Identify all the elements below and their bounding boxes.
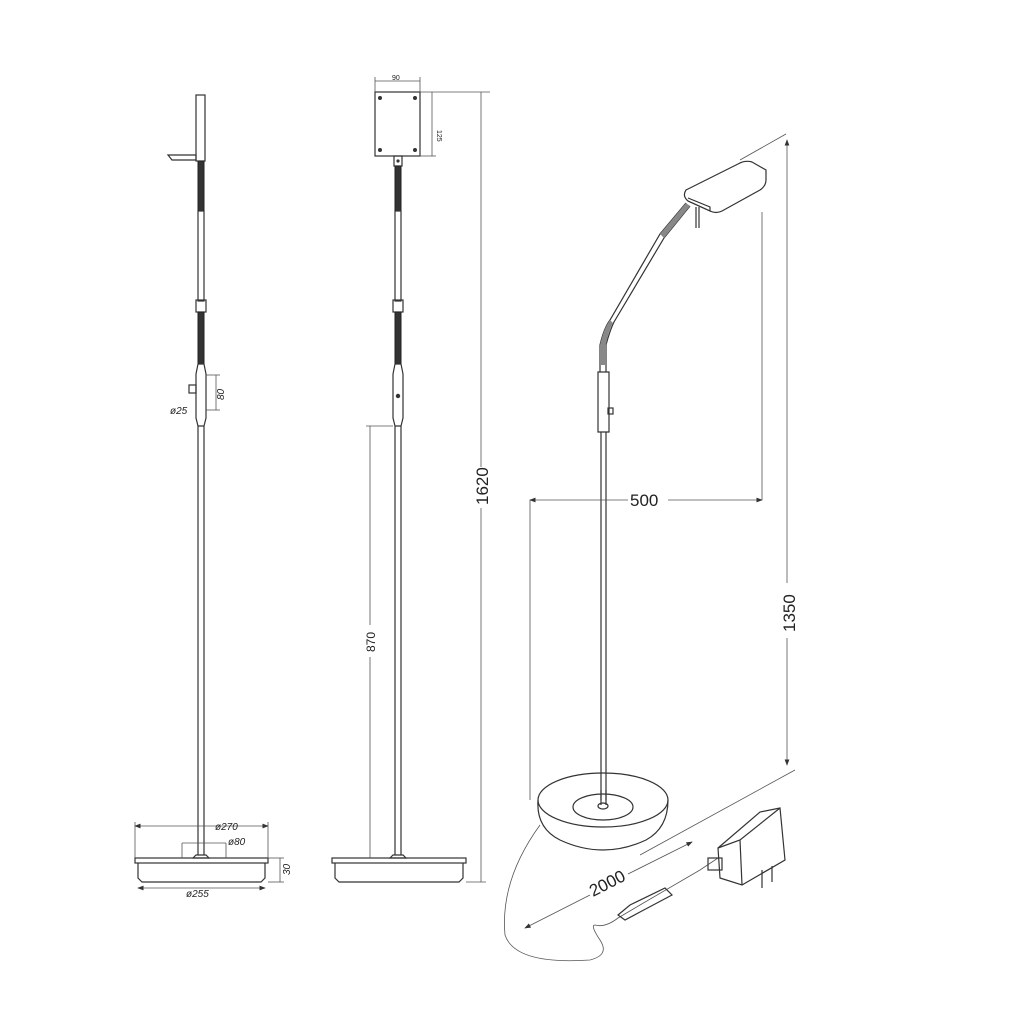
dim-base-top-diameter: ø270 [215,822,238,833]
cable-connector [617,887,673,921]
switch-button [395,393,401,399]
dim-total-height: 1620 [473,467,492,505]
dim-head-height: 125 [435,130,442,142]
switch-knob [188,384,197,394]
base-top [134,857,269,864]
gooseneck-arm [599,202,691,372]
gooseneck-upper [197,160,205,212]
lamp-head-front [374,91,421,157]
dim-base-bottom-diameter: ø255 [186,889,209,900]
lamp-base-perspective [537,799,669,851]
dim-cable-length: 2000 [586,866,628,900]
dim-switch-from-floor: 870 [364,632,378,652]
power-cable [504,824,719,962]
switch-body [195,363,207,427]
side-view: ø270 ø80 ø255 30 80 ø25 [134,94,293,900]
power-adapter [717,807,786,886]
stem-upper [197,210,205,302]
switch-body-perspective [597,371,610,433]
dim-head-width: 90 [392,75,400,82]
dim-head-height-perspective: 1350 [780,594,799,632]
perspective-view: 500 1350 2000 [504,133,799,962]
dim-reach: 500 [630,491,658,510]
gooseneck-lower [197,311,205,365]
lamp-head-side [195,94,206,162]
dim-stem-base-diameter: ø80 [228,837,246,848]
front-view: 90 125 1620 870 [331,75,492,883]
head-arm [166,154,197,161]
dim-switch-height: 80 [216,388,227,400]
dim-base-height: 30 [282,863,293,875]
lamp-head-perspective [683,160,767,214]
dim-switch-diameter: ø25 [170,406,188,417]
